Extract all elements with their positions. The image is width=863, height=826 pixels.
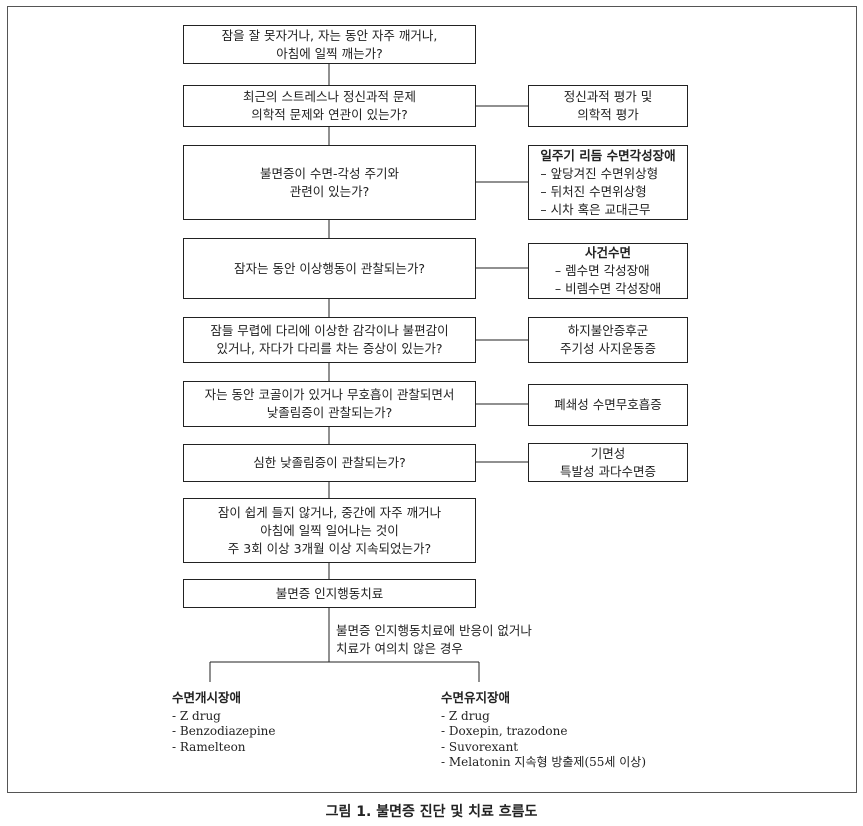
- outcome-2-line-1: – 앞당겨진 수면위상형: [540, 165, 659, 181]
- branch-note-line-1: 불면증 인지행동치료에 반응이 없거나: [336, 623, 532, 638]
- outcome-4-line-1: 하지불안증후군: [567, 323, 649, 338]
- outcome-box-parasomnia: 사건수면 – 렘수면 각성장애 – 비렘수면 각성장애: [528, 243, 688, 299]
- question-8-line-3: 주 3회 이상 3개월 이상 지속되었는가?: [227, 540, 432, 556]
- treatment-sleep-maintenance: 수면유지장애 - Z drug - Doxepin, trazodone - S…: [441, 690, 646, 771]
- question-5-line-2: 있거나, 자다가 다리를 차는 증상이 있는가?: [216, 341, 443, 356]
- outcome-4-line-2: 주기성 사지운동증: [560, 341, 656, 356]
- question-2-line-2: 의학적 문제와 연관이 있는가?: [251, 107, 408, 122]
- question-2-line-1: 최근의 스트레스나 정신과적 문제: [243, 89, 416, 104]
- treatment-sleep-maintenance-item-3: - Suvorexant: [441, 739, 519, 754]
- outcome-1-line-2: 의학적 평가: [577, 107, 639, 122]
- figure-caption: 그림 1. 불면증 진단 및 치료 흐름도: [325, 804, 538, 820]
- question-7-line-1: 심한 낮졸림증이 관찰되는가?: [253, 455, 406, 470]
- treatment-sleep-onset-item-1: - Z drug: [172, 708, 221, 723]
- question-6-line-2: 낮졸림증이 관찰되는가?: [266, 405, 393, 420]
- cbt-label: 불면증 인지행동치료: [275, 585, 384, 601]
- question-3-line-1: 불면증이 수면-각성 주기와: [260, 165, 399, 181]
- outcome-box-circadian: 일주기 리듬 수면각성장애 – 앞당겨진 수면위상형 – 뒤처진 수면위상형 – 시차…: [528, 145, 688, 220]
- treatment-sleep-maintenance-item-4: - Melatonin 지속형 방출제(55세 이상): [441, 755, 647, 769]
- treatment-sleep-onset-item-2: - Benzodiazepine: [172, 724, 276, 738]
- cbt-box: 불면증 인지행동치료: [183, 579, 476, 608]
- treatment-sleep-maintenance-item-2: - Doxepin, trazodone: [441, 724, 568, 738]
- treatment-sleep-onset: 수면개시장애 - Z drug - Benzodiazepine - Ramel…: [172, 690, 276, 755]
- outcome-box-osa: 폐쇄성 수면무호흡증: [528, 384, 688, 426]
- question-1-line-1: 잠을 잘 못자거나, 자는 동안 자주 깨거나,: [221, 27, 438, 43]
- branch-note: 불면증 인지행동치료에 반응이 없거나 치료가 여의치 않은 경우: [336, 622, 532, 658]
- question-8-line-1: 잠이 쉽게 들지 않거나, 중간에 자주 깨거나: [217, 504, 442, 520]
- question-box-7: 심한 낮졸림증이 관찰되는가?: [183, 444, 476, 482]
- figure-frame: [7, 6, 857, 793]
- outcome-3-title: 사건수면: [584, 245, 631, 260]
- outcome-2-title: 일주기 리듬 수면각성장애: [540, 147, 676, 163]
- treatment-sleep-onset-item-3: - Ramelteon: [172, 739, 246, 754]
- question-5-line-1: 잠들 무렵에 다리에 이상한 감각이나 불편감이: [210, 323, 449, 338]
- question-3-line-2: 관련이 있는가?: [289, 183, 370, 199]
- outcome-1-line-1: 정신과적 평가 및: [563, 89, 653, 104]
- outcome-5-line-1: 폐쇄성 수면무호흡증: [554, 397, 662, 412]
- outcome-6-line-1: 기면성: [590, 445, 626, 461]
- question-8-line-2: 아침에 일찍 일어나는 것이: [260, 522, 399, 538]
- question-box-4: 잠자는 동안 이상행동이 관찰되는가?: [183, 238, 476, 299]
- treatment-sleep-maintenance-item-1: - Z drug: [441, 708, 490, 723]
- question-1-line-2: 아침에 일찍 깨는가?: [276, 45, 383, 61]
- question-4-line-1: 잠자는 동안 이상행동이 관찰되는가?: [233, 260, 426, 276]
- outcome-2-line-3: – 시차 혹은 교대근무: [540, 201, 651, 217]
- outcome-3-line-1: – 렘수면 각성장애: [554, 263, 650, 278]
- branch-note-line-2: 치료가 여의치 않은 경우: [336, 641, 463, 656]
- treatment-sleep-maintenance-title: 수면유지장애: [441, 690, 511, 705]
- outcome-2-line-2: – 뒤처진 수면위상형: [540, 183, 647, 199]
- outcome-6-line-2: 특발성 과다수면증: [560, 463, 656, 479]
- treatment-sleep-onset-title: 수면개시장애: [172, 690, 242, 705]
- question-box-1: 잠을 잘 못자거나, 자는 동안 자주 깨거나, 아침에 일찍 깨는가?: [183, 25, 476, 64]
- question-6-line-1: 자는 동안 코골이가 있거나 무호흡이 관찰되면서: [204, 387, 455, 402]
- outcome-3-line-2: – 비렘수면 각성장애: [554, 281, 662, 296]
